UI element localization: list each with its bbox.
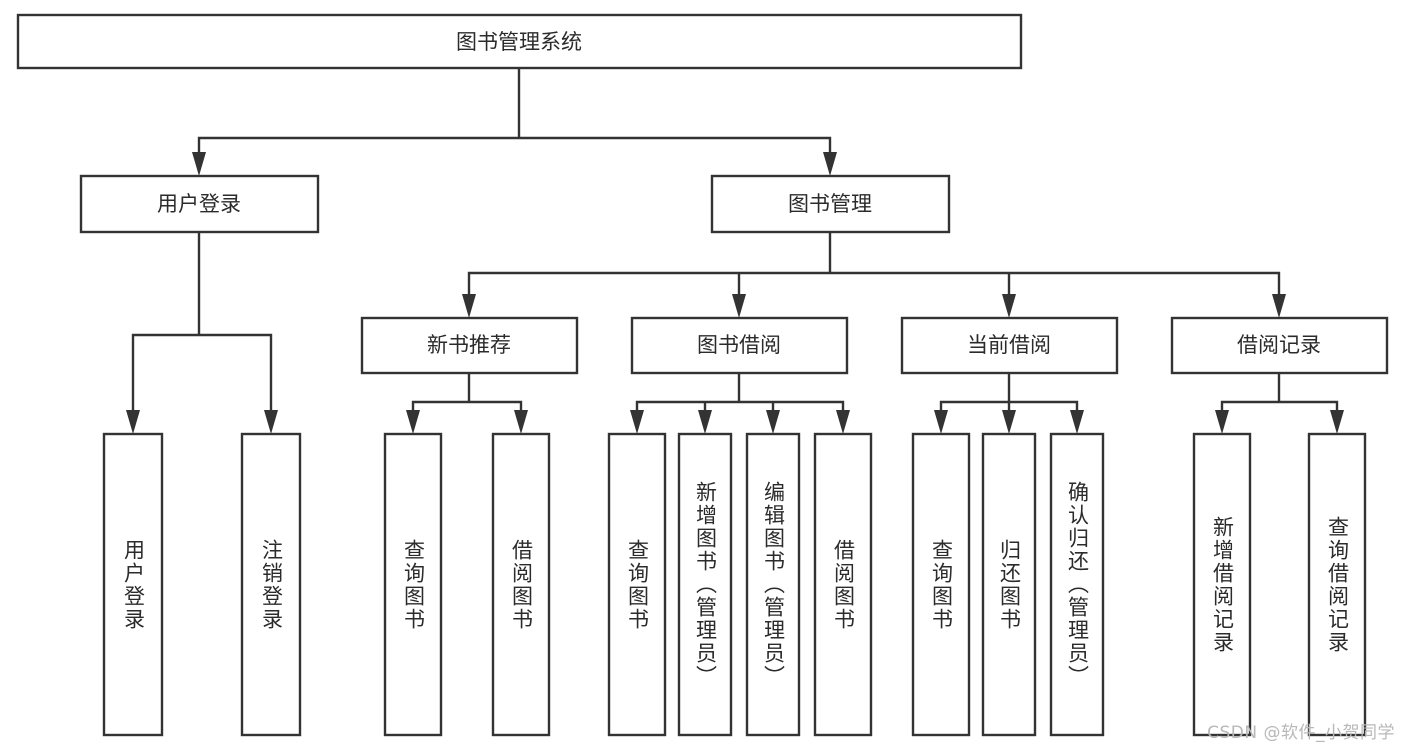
arrowhead-to-book-manage: [823, 152, 837, 176]
leaf-box-book-borrow-4[interactable]: [813, 432, 873, 737]
edge-newbook-bus: [411, 371, 523, 420]
node-root-label: 图书管理系统: [456, 30, 582, 54]
leaf-box-book-borrow-1[interactable]: [607, 432, 667, 737]
leaf-box-user-login-2[interactable]: [240, 432, 302, 737]
edge-userlogin-bus: [131, 230, 273, 420]
node-new-book-recommend[interactable]: 新书推荐: [360, 316, 579, 375]
node-book-manage-label: 图书管理: [788, 192, 872, 216]
arrowhead-borrowrecord-leaf-1: [1215, 410, 1229, 434]
arrowhead-userlogin-leaf-2: [264, 410, 278, 434]
arrowhead-bookborrow-leaf-4: [836, 410, 850, 434]
leaf-box-current-borrow-1[interactable]: [911, 432, 971, 737]
arrowhead-to-book-borrow: [732, 294, 746, 318]
arrowhead-currentborrow-leaf-2: [1002, 410, 1016, 434]
edge-bookmanage-bus: [467, 230, 1281, 302]
arrowhead-currentborrow-leaf-1: [934, 410, 948, 434]
edge-borrowrecord-bus: [1220, 371, 1339, 420]
arrowhead-currentborrow-leaf-3: [1070, 410, 1084, 434]
arrowhead-to-new-book: [462, 294, 476, 318]
arrowhead-to-current-borrow: [1002, 294, 1016, 318]
node-book-borrow-label: 图书借阅: [697, 333, 781, 357]
edge-root-bus: [197, 66, 832, 164]
leaf-box-book-borrow-3[interactable]: [745, 432, 801, 737]
leaf-box-new-book-2[interactable]: [491, 432, 551, 737]
arrowhead-newbook-leaf-2: [514, 410, 528, 434]
arrowhead-userlogin-leaf-1: [126, 410, 140, 434]
edge-bookborrow-bus: [635, 371, 845, 420]
node-current-borrow[interactable]: 当前借阅: [900, 316, 1119, 375]
arrowhead-bookborrow-leaf-1: [630, 410, 644, 434]
arrowhead-to-user-login: [192, 152, 206, 176]
leaf-box-user-login-1[interactable]: [102, 432, 164, 737]
arrowhead-to-borrow-record: [1272, 294, 1286, 318]
node-current-borrow-label: 当前借阅: [967, 333, 1051, 357]
node-borrow-record-label: 借阅记录: [1237, 333, 1321, 357]
node-new-book-recommend-label: 新书推荐: [427, 333, 511, 357]
arrowhead-newbook-leaf-1: [406, 410, 420, 434]
leaf-box-borrow-record-2[interactable]: [1307, 432, 1367, 737]
node-borrow-record[interactable]: 借阅记录: [1170, 316, 1389, 375]
leaf-box-borrow-record-1[interactable]: [1192, 432, 1252, 737]
leaf-box-book-borrow-2[interactable]: [677, 432, 733, 737]
arrowhead-bookborrow-leaf-2: [698, 410, 712, 434]
arrowhead-bookborrow-leaf-3: [766, 410, 780, 434]
node-user-login-label: 用户登录: [157, 192, 241, 216]
watermark-text: CSDN @软件_小贺同学: [1207, 723, 1395, 743]
arrowhead-borrowrecord-leaf-2: [1330, 410, 1344, 434]
leaf-box-new-book-1[interactable]: [383, 432, 443, 737]
node-root[interactable]: 图书管理系统: [16, 13, 1023, 70]
leaf-box-current-borrow-2[interactable]: [981, 432, 1037, 737]
node-book-manage[interactable]: 图书管理: [710, 174, 951, 234]
leaf-box-current-borrow-3[interactable]: [1049, 432, 1105, 737]
node-book-borrow[interactable]: 图书借阅: [630, 316, 849, 375]
node-user-login[interactable]: 用户登录: [79, 174, 320, 234]
